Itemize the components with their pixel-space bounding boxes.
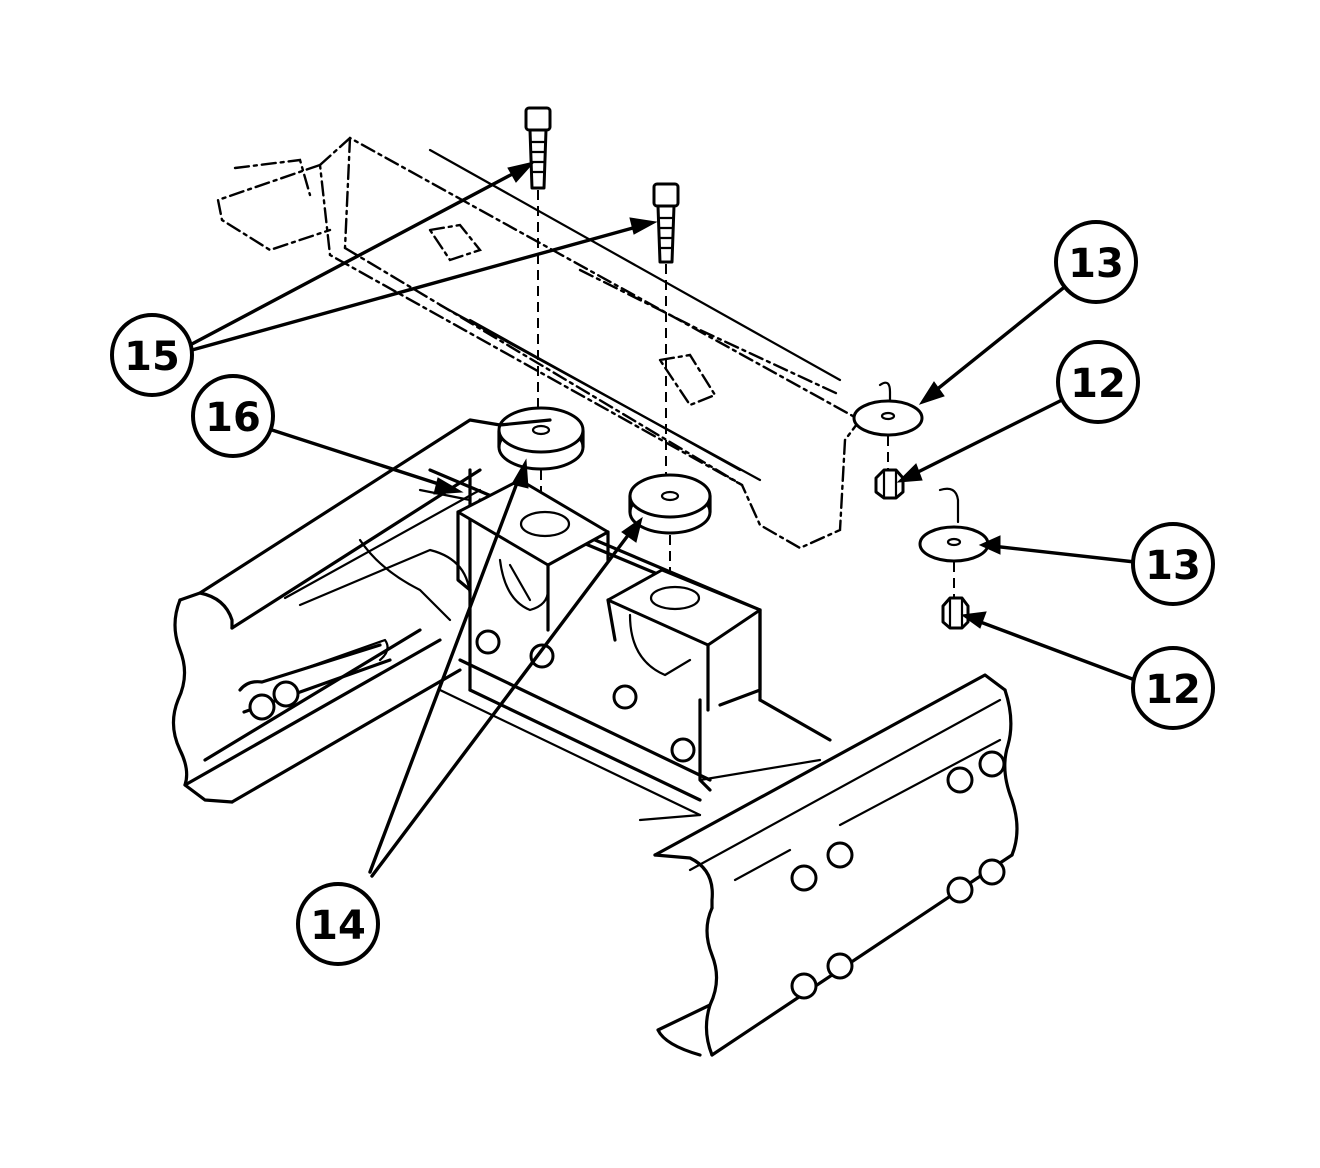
isolator-left (497, 406, 585, 530)
callout-12-lower: 12 (1131, 646, 1215, 730)
isolator-right (628, 473, 712, 595)
callout-12-upper-label: 12 (1070, 361, 1126, 407)
washer-upper (852, 381, 924, 470)
callout-14-label: 14 (310, 903, 366, 949)
callout-13-upper: 13 (1054, 220, 1138, 304)
frame-rail-right (653, 673, 1019, 1057)
callout-15: 15 (110, 313, 194, 397)
callout-16-label: 16 (205, 395, 261, 441)
callout-12-lower-label: 12 (1145, 667, 1201, 713)
nut-upper (874, 468, 905, 500)
callout-13-lower: 13 (1131, 522, 1215, 606)
callout-15-label: 15 (124, 334, 180, 380)
bolt-right (652, 182, 680, 485)
callout-14: 14 (296, 882, 380, 966)
callout-12-upper: 12 (1056, 340, 1140, 424)
callout-13-lower-label: 13 (1145, 543, 1201, 589)
leader-lines (188, 161, 1137, 878)
bolt-left (524, 106, 552, 420)
callout-16: 16 (191, 374, 275, 458)
washer-lower (918, 487, 990, 598)
phantom-upper-bracket (216, 136, 862, 550)
callout-13-upper-label: 13 (1068, 241, 1124, 287)
frame-crossmember (171, 418, 832, 822)
nut-lower (941, 596, 970, 630)
